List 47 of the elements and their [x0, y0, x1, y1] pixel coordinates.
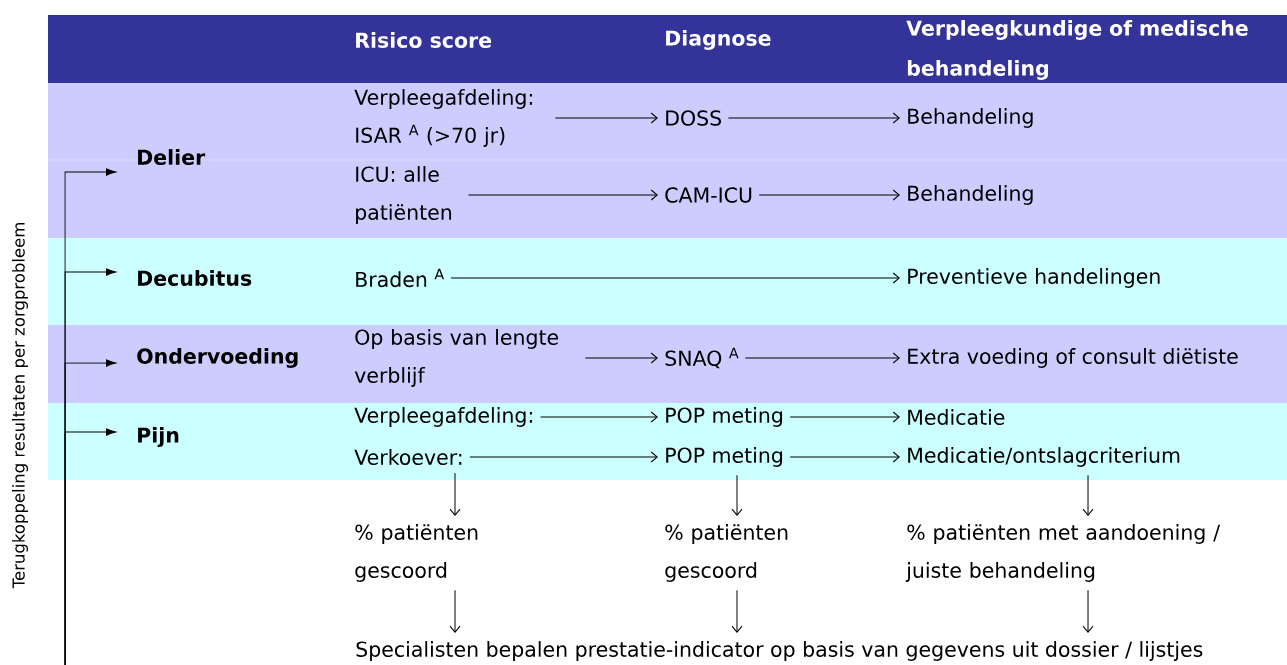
arrow	[1082, 589, 1094, 633]
cell-text: ICU: alle patiënten	[356, 166, 451, 224]
row-label: Delier	[138, 149, 206, 165]
arrow	[467, 189, 658, 201]
feedback-arrow	[64, 428, 117, 665]
cell-text: DOSS	[666, 110, 721, 126]
arrow	[727, 112, 900, 124]
cell-text: Preventieve handelingen	[908, 268, 1160, 288]
cell-text: Behandeling	[908, 108, 1033, 128]
cell-text: Braden $^{A}$	[356, 268, 445, 288]
arrow	[731, 474, 743, 516]
arrow	[758, 189, 900, 201]
row-label: Pijn	[138, 427, 179, 447]
arrow	[449, 472, 461, 516]
cell-text: Verpleegafdeling: ISAR $^{A}$ (>70 jr)	[354, 89, 532, 147]
cell-text: Extra voeding of consult diëtiste	[908, 348, 1238, 368]
arrow	[450, 272, 900, 284]
column-header: Risico score	[356, 32, 492, 48]
cell-text: Op basis van lengte verblijf	[354, 329, 559, 387]
cell-text: Specialisten bepalen prestatie-indicator op basis van gegevens uit dossier / lijstjes	[356, 641, 1203, 661]
arrow	[744, 352, 900, 364]
arrow	[540, 411, 658, 423]
cell-text: Verkoever:	[354, 449, 462, 465]
arrow	[789, 411, 900, 423]
arrow	[789, 451, 900, 463]
cell-text: Behandeling	[908, 185, 1033, 205]
row-label: Decubitus	[138, 270, 252, 286]
arrow	[584, 352, 658, 364]
cell-text: POP meting	[666, 407, 782, 427]
cell-text: POP meting	[666, 447, 782, 467]
cell-text: Medicatie	[908, 409, 1005, 425]
cell-text: Medicatie/ontslagcriterium	[908, 447, 1180, 467]
column-header: Diagnose	[666, 30, 771, 50]
vertical-label: Terugkoppeling resultaten per zorgprobleem	[12, 223, 28, 589]
arrow	[449, 589, 461, 633]
cell-text: % patiënten gescoord	[665, 524, 788, 582]
cell-text: % patiënten met aandoening / juiste behandeling	[905, 524, 1221, 582]
arrow	[469, 451, 658, 463]
cell-text: SNAQ $^{A}$	[665, 347, 739, 369]
arrow	[731, 589, 743, 633]
row-label: Ondervoeding	[137, 348, 298, 368]
arrow	[1082, 474, 1094, 516]
column-header: Verpleegkundige of medische behandeling	[906, 20, 1248, 80]
cell-text: Verpleegafdeling:	[354, 407, 532, 427]
arrow	[554, 112, 658, 124]
cell-text: CAM-ICU	[665, 187, 752, 203]
cell-text: % patiënten gescoord	[355, 524, 478, 582]
